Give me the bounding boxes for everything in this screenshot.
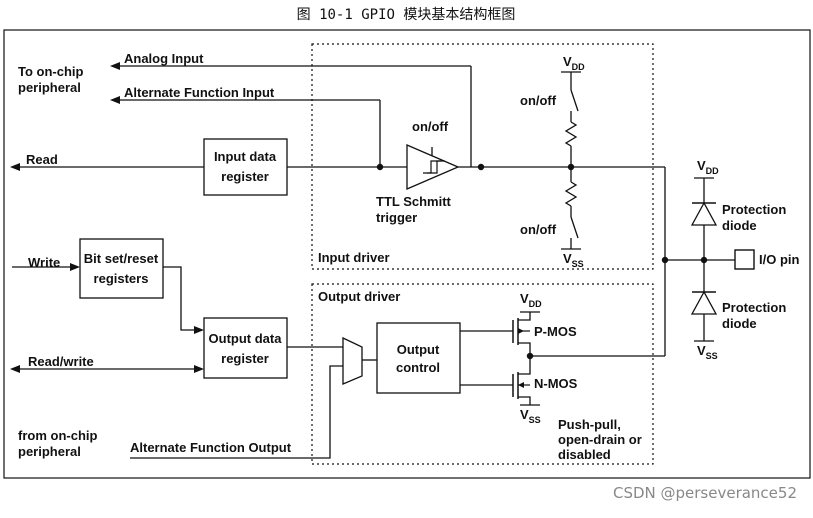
output-control-label-1: Output (397, 342, 440, 357)
lower-protection-label-1: Protection (722, 300, 786, 315)
analog-input-arrow (110, 62, 120, 70)
bit-set-reset-box (79, 238, 164, 299)
to-onchip-label-1: To on-chip (18, 64, 84, 79)
bit-set-reset-label-2: registers (94, 271, 149, 286)
lower-protection-diode-icon (690, 290, 718, 315)
bitset-to-odr-wire (163, 266, 196, 331)
nmos-label: N-MOS (534, 376, 578, 391)
output-control-label-2: control (396, 360, 440, 375)
node-analog (477, 163, 485, 171)
figure-caption: 图 10-1 GPIO 模块基本结构框图 (297, 6, 516, 23)
pulldown-resistor-icon (564, 181, 578, 207)
mode-label-3: disabled (558, 447, 611, 462)
watermark: CSDN @perseverance52 (613, 484, 797, 502)
bitset-to-odr-arrow (194, 326, 204, 334)
vss-pulldown-label: VSS (563, 251, 584, 269)
output-data-register-box (203, 317, 288, 379)
input-driver-region (311, 43, 654, 270)
pulldown-switch-icon (570, 216, 579, 239)
input-data-register-label-2: register (221, 169, 269, 184)
output-control-box (376, 322, 461, 394)
write-arrow (70, 263, 80, 271)
nmos-transistor-icon (512, 356, 531, 405)
mux-icon (342, 336, 363, 385)
analog-input-label: Analog Input (124, 51, 204, 66)
input-data-register-label-1: Input data (214, 149, 277, 164)
output-driver-region (311, 283, 654, 465)
pmos-label: P-MOS (534, 324, 577, 339)
output-driver-label: Output driver (318, 289, 400, 304)
output-data-register-label-2: register (221, 351, 269, 366)
vdd-pullup-label: VDD (563, 54, 585, 72)
pullup-switch-icon (570, 89, 579, 112)
outer-frame (3, 29, 811, 479)
pullup-resistor-icon (564, 121, 578, 147)
input-driver-label: Input driver (318, 250, 390, 265)
schmitt-label-2: trigger (376, 210, 417, 225)
protection-vss-label: VSS (697, 343, 718, 361)
read-label: Read (26, 152, 58, 167)
alt-func-input-label: Alternate Function Input (124, 85, 275, 100)
read-write-arrow-right (194, 365, 204, 373)
read-write-arrow-left (10, 365, 20, 373)
write-label: Write (28, 255, 60, 270)
to-onchip-label-2: peripheral (18, 80, 81, 95)
alt-func-output-label: Alternate Function Output (130, 440, 292, 455)
output-data-register-label-1: Output data (209, 331, 283, 346)
mode-label-1: Push-pull, (558, 417, 621, 432)
schmitt-on-off-label: on/off (412, 119, 449, 134)
lower-protection-label-2: diode (722, 316, 757, 331)
from-onchip-label-1: from on-chip (18, 428, 97, 443)
read-write-label: Read/write (28, 354, 94, 369)
read-arrow (10, 163, 20, 171)
input-data-register-box (203, 138, 288, 196)
upper-protection-diode-icon (690, 201, 718, 226)
protection-vdd-label: VDD (697, 158, 719, 176)
upper-protection-label-1: Protection (722, 202, 786, 217)
nmos-vss-label: VSS (520, 407, 541, 425)
pulldown-on-off-label: on/off (520, 222, 557, 237)
node-output (526, 352, 534, 360)
from-onchip-label-2: peripheral (18, 444, 81, 459)
pmos-transistor-icon (512, 312, 531, 356)
node-alt-input (376, 163, 384, 171)
schmitt-trigger-icon (406, 144, 460, 190)
mode-label-2: open-drain or (558, 432, 642, 447)
alt-func-output-wire (130, 365, 343, 459)
pullup-on-off-label: on/off (520, 93, 557, 108)
bit-set-reset-label-1: Bit set/reset (84, 251, 159, 266)
upper-protection-label-2: diode (722, 218, 757, 233)
io-pin-label: I/O pin (759, 252, 800, 267)
alt-func-input-arrow (110, 96, 120, 104)
io-pin-icon (734, 249, 755, 270)
pmos-vdd-label: VDD (520, 291, 542, 309)
schmitt-label-1: TTL Schmitt (376, 194, 452, 209)
